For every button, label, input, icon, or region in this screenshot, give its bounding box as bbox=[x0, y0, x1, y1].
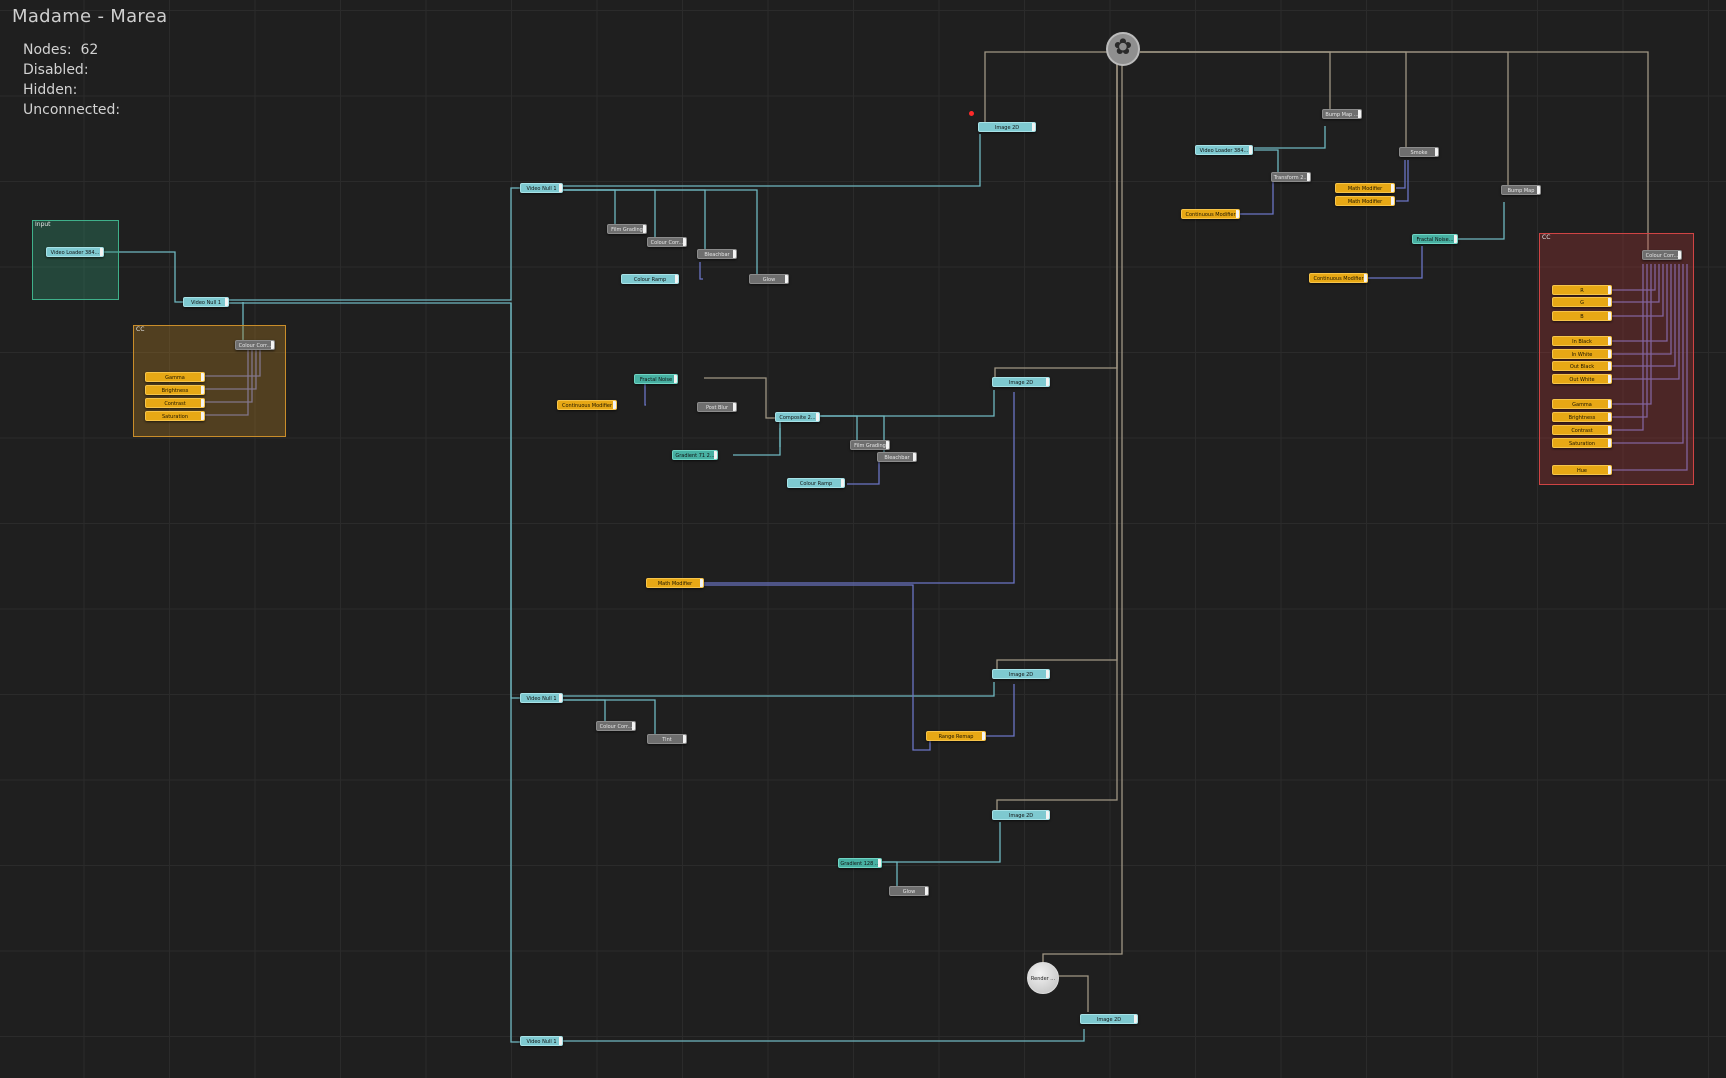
node-image2d-mid[interactable]: Image 2D bbox=[992, 377, 1050, 387]
node-saturation-right[interactable]: Saturation bbox=[1552, 438, 1612, 448]
node-film-grading-mid[interactable]: Film Grading bbox=[850, 440, 890, 450]
node-smoke-r[interactable]: Smoke bbox=[1399, 147, 1439, 157]
node-in-white[interactable]: In White bbox=[1552, 349, 1612, 359]
nodes-count-value: 62 bbox=[80, 42, 99, 58]
node-out-black[interactable]: Out Black bbox=[1552, 361, 1612, 371]
nodes-count-label: Nodes: bbox=[23, 42, 72, 58]
node-gradient-mid[interactable]: Gradient 71 2... bbox=[672, 450, 718, 460]
window-title: Madame - Marea bbox=[12, 6, 168, 27]
group-input-label: Input bbox=[35, 221, 51, 228]
node-blur-mid[interactable]: Post Blur bbox=[697, 402, 737, 412]
node-brightness-right[interactable]: Brightness bbox=[1552, 412, 1612, 422]
node-math-modifier-mid[interactable]: Math Modifier bbox=[646, 578, 704, 588]
node-film-grading[interactable]: Film Grading bbox=[607, 224, 647, 234]
node-gamma-right[interactable]: Gamma bbox=[1552, 399, 1612, 409]
node-continuous-modifier-r2[interactable]: Continuous Modifier bbox=[1309, 273, 1368, 283]
node-b[interactable]: B bbox=[1552, 311, 1612, 321]
modifier-wires bbox=[205, 160, 1688, 751]
node-bump-map-2[interactable]: Bump Map bbox=[1501, 185, 1541, 195]
node-colour-ramp-mid[interactable]: Colour Ramp bbox=[787, 478, 845, 488]
node-image2d-c[interactable]: Image 2D bbox=[992, 669, 1050, 679]
node-bleach-mid[interactable]: Bleachbar bbox=[877, 452, 917, 462]
node-gamma-left[interactable]: Gamma bbox=[145, 372, 205, 382]
node-video-null-a[interactable]: Video Null 1 bbox=[183, 297, 229, 307]
node-tint-c[interactable]: Tint bbox=[647, 734, 687, 744]
node-colour-corr-left[interactable]: Colour Corr... bbox=[235, 340, 275, 350]
scene-root-gear-icon[interactable]: ✿ bbox=[1106, 32, 1140, 66]
node-colour-ramp-top[interactable]: Colour Ramp bbox=[621, 274, 679, 284]
node-image2d-top[interactable]: Image 2D bbox=[978, 122, 1036, 132]
render-node[interactable]: Render ... bbox=[1027, 962, 1059, 994]
group-cc-right-label: CC bbox=[1542, 234, 1551, 241]
scene-root-wires bbox=[704, 51, 1649, 1012]
node-image2d-bottom[interactable]: Image 2D bbox=[1080, 1014, 1138, 1024]
stats-panel: Nodes: 62 Disabled: Hidden: Unconnected: bbox=[23, 40, 120, 120]
image-wires bbox=[103, 126, 1505, 1043]
node-math-modifier-r1[interactable]: Math Modifier bbox=[1335, 183, 1395, 193]
node-transform-r[interactable]: Transform 2... bbox=[1271, 172, 1311, 182]
node-video-null-top[interactable]: Video Null 1 bbox=[520, 183, 563, 193]
node-continuous-modifier-r[interactable]: Continuous Modifier bbox=[1181, 209, 1240, 219]
hidden-count-label: Hidden: bbox=[23, 82, 78, 98]
disabled-count-label: Disabled: bbox=[23, 62, 89, 78]
unconnected-count-label: Unconnected: bbox=[23, 102, 121, 118]
node-colour-corr-c[interactable]: Colour Corr... bbox=[596, 721, 636, 731]
node-fractal-noise-r[interactable]: Fractal Noise... bbox=[1412, 234, 1458, 244]
node-fractal-noise[interactable]: Fractal Noise bbox=[634, 374, 678, 384]
node-contrast-left[interactable]: Contrast bbox=[145, 398, 205, 408]
node-colour-corr-top[interactable]: Colour Corr... bbox=[647, 237, 687, 247]
warning-dot bbox=[969, 111, 974, 116]
node-bleach-top[interactable]: Bleachbar bbox=[697, 249, 737, 259]
node-hue-right[interactable]: Hue bbox=[1552, 465, 1612, 475]
node-video-null-bottom[interactable]: Video Null 1 bbox=[520, 1036, 563, 1046]
node-contrast-right[interactable]: Contrast bbox=[1552, 425, 1612, 435]
node-g[interactable]: G bbox=[1552, 297, 1612, 307]
node-range-remap[interactable]: Range Remap bbox=[926, 731, 986, 741]
node-out-white[interactable]: Out White bbox=[1552, 374, 1612, 384]
node-video-null-c[interactable]: Video Null 1 bbox=[520, 693, 563, 703]
node-bump-map[interactable]: Bump Map ... bbox=[1322, 109, 1362, 119]
node-math-modifier-r2[interactable]: Math Modifier bbox=[1335, 196, 1395, 206]
node-continuous-modifier-mid[interactable]: Continuous Modifier bbox=[557, 400, 617, 410]
node-in-black[interactable]: In Black bbox=[1552, 336, 1612, 346]
node-colour-corr-right[interactable]: Colour Corr... bbox=[1642, 250, 1682, 260]
node-video-loader-in[interactable]: Video Loader 384... bbox=[46, 247, 104, 257]
group-cc-left-label: CC bbox=[136, 326, 145, 333]
node-r[interactable]: R bbox=[1552, 285, 1612, 295]
node-image2d-d[interactable]: Image 2D bbox=[992, 810, 1050, 820]
node-video-loader-r[interactable]: Video Loader 384... bbox=[1195, 145, 1253, 155]
group-input[interactable]: Input bbox=[32, 220, 119, 300]
node-brightness-left[interactable]: Brightness bbox=[145, 385, 205, 395]
node-composite-mid[interactable]: Composite 2... bbox=[775, 412, 820, 422]
node-glow-top[interactable]: Glow bbox=[749, 274, 789, 284]
node-glow-d[interactable]: Glow bbox=[889, 886, 929, 896]
node-gradient-d[interactable]: Gradient 128 ... bbox=[838, 858, 882, 868]
node-saturation-left[interactable]: Saturation bbox=[145, 411, 205, 421]
